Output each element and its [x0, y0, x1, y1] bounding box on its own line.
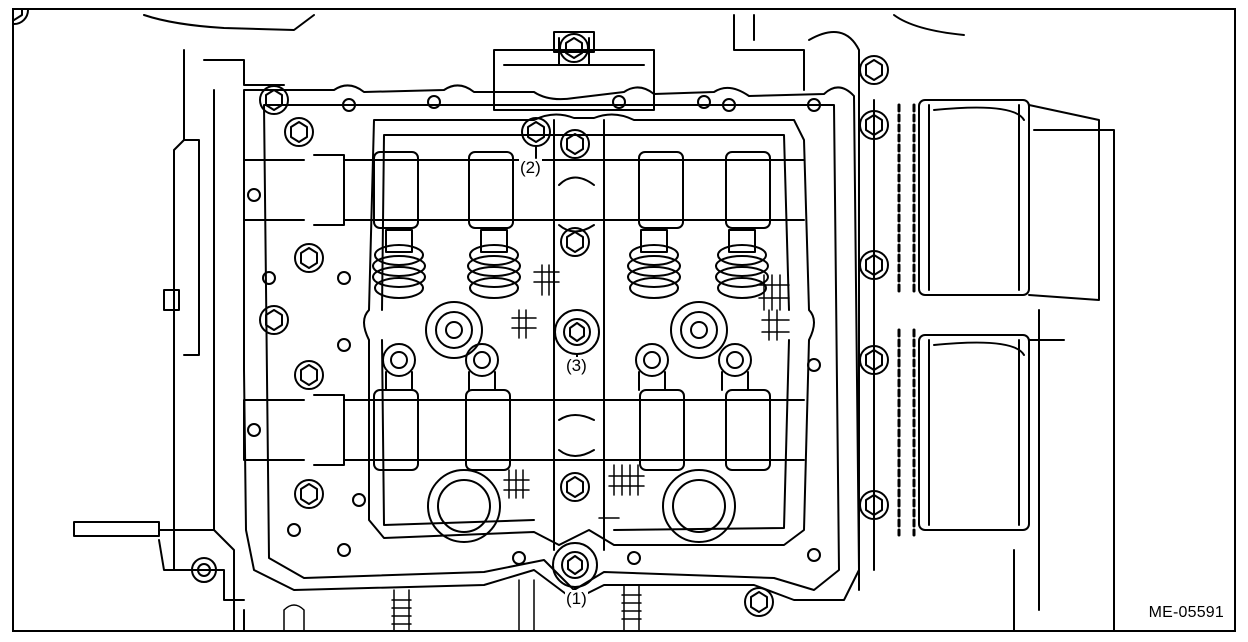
cam-sprocket-lower	[897, 328, 1065, 537]
flange-holes	[247, 95, 821, 565]
callout-bolt-3	[554, 309, 600, 355]
figure-id-label: ME-05591	[1148, 604, 1224, 621]
cam-sprocket-upper	[897, 99, 1100, 301]
valve-ports	[425, 301, 736, 543]
callout-label-2: (2)	[519, 158, 542, 177]
lower-camshaft	[243, 389, 805, 471]
hatch-marks	[503, 264, 790, 531]
cylinder-head-drawing	[14, 10, 1115, 630]
rocker-arms-lower	[382, 343, 752, 391]
timing-housing-right	[1013, 129, 1115, 630]
bottom-studs	[283, 579, 642, 630]
center-spine	[553, 119, 605, 551]
callout-bolt-1	[552, 542, 598, 588]
cylinder-head-outline	[243, 31, 875, 601]
engine-block-outline	[73, 14, 965, 630]
callout-label-3: (3)	[565, 356, 588, 375]
valve-springs-upper	[372, 229, 769, 299]
upper-camshaft	[243, 151, 805, 229]
bolts	[14, 10, 889, 617]
callout-label-1: (1)	[565, 589, 588, 608]
diagram-frame: (2) (3) (1) ME-05591	[12, 8, 1236, 632]
